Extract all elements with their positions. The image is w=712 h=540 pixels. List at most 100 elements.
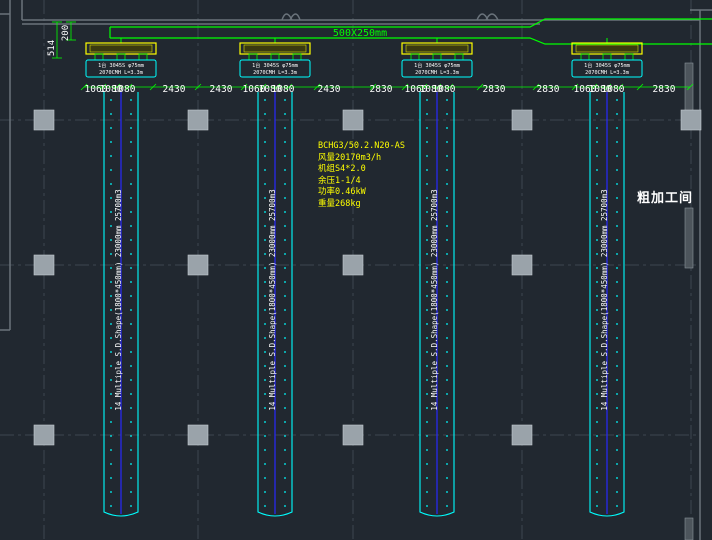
- outlet-dot: [446, 225, 448, 227]
- connector: [138, 53, 148, 61]
- outlet-dot: [616, 407, 618, 409]
- header-duct[interactable]: [109, 18, 712, 45]
- outlet-dot: [446, 155, 448, 157]
- structural-column: [511, 254, 533, 276]
- outlet-dot: [426, 393, 428, 395]
- outlet-dot: [130, 309, 132, 311]
- equipment-note-line: 机组S4*2.0: [318, 164, 366, 174]
- unit-cap-box[interactable]: [401, 59, 473, 78]
- dimension-value: 1080: [100, 84, 123, 95]
- outlet-dot: [130, 267, 132, 269]
- connector: [410, 53, 420, 61]
- outlet-dot: [616, 281, 618, 283]
- unit-cap-box[interactable]: [239, 59, 311, 78]
- outlet-dot: [284, 337, 286, 339]
- outlet-dot: [596, 365, 598, 367]
- outlet-dot: [264, 463, 266, 465]
- structural-column: [342, 254, 364, 276]
- outlet-dot: [596, 309, 598, 311]
- connector: [580, 53, 590, 61]
- outlet-dot: [616, 211, 618, 213]
- structural-column: [33, 424, 55, 446]
- outlet-dot: [110, 155, 112, 157]
- outlet-dot: [616, 421, 618, 423]
- outlet-dot: [130, 407, 132, 409]
- outlet-dot: [130, 337, 132, 339]
- outlet-dot: [446, 407, 448, 409]
- outlet-dot: [596, 379, 598, 381]
- outlet-dot: [110, 239, 112, 241]
- outlet-dot: [264, 197, 266, 199]
- outlet-dot: [284, 491, 286, 493]
- unit-cap-box[interactable]: [571, 59, 643, 78]
- connector: [248, 53, 258, 61]
- outlet-dot: [616, 267, 618, 269]
- outlet-dot: [130, 169, 132, 171]
- outlet-dot: [110, 505, 112, 507]
- unit-cap-box[interactable]: [85, 59, 157, 78]
- dimension-value: 1080: [433, 84, 456, 95]
- outlet-dot: [284, 281, 286, 283]
- outlet-dot: [596, 351, 598, 353]
- outlet-dot: [616, 183, 618, 185]
- outlet-dot: [284, 239, 286, 241]
- outlet-dot: [284, 407, 286, 409]
- outlet-dot: [426, 407, 428, 409]
- outlet-dot: [110, 295, 112, 297]
- outlet-dot: [616, 309, 618, 311]
- outlet-dot: [284, 477, 286, 479]
- outlet-dot: [446, 141, 448, 143]
- air-socks-tube[interactable]: [257, 92, 293, 517]
- outlet-dot: [616, 295, 618, 297]
- outlet-dot: [264, 113, 266, 115]
- outlet-dot: [616, 393, 618, 395]
- outlet-dot: [596, 407, 598, 409]
- outlet-dot: [130, 449, 132, 451]
- outlet-dot: [596, 239, 598, 241]
- air-socks-tube[interactable]: [103, 92, 139, 517]
- outlet-dot: [284, 197, 286, 199]
- outlet-dot: [426, 155, 428, 157]
- air-socks-tube[interactable]: [419, 92, 455, 517]
- outlet-dot: [110, 253, 112, 255]
- outlet-dot: [264, 449, 266, 451]
- dim-left-outer: 514: [47, 40, 57, 56]
- dimension-value: 1080: [272, 84, 295, 95]
- dimension-value: 1060: [243, 84, 266, 95]
- outlet-dot: [596, 435, 598, 437]
- outlet-dot: [130, 211, 132, 213]
- outlet-dot: [446, 491, 448, 493]
- air-socks-tube[interactable]: [589, 92, 625, 517]
- outlet-dot: [426, 351, 428, 353]
- dimension-value: 2430: [318, 84, 341, 95]
- outlet-dot: [284, 449, 286, 451]
- outlet-dot: [616, 337, 618, 339]
- outlet-dot: [284, 267, 286, 269]
- outlet-dot: [446, 449, 448, 451]
- outlet-dot: [616, 197, 618, 199]
- outlet-dot: [426, 169, 428, 171]
- outlet-dot: [110, 169, 112, 171]
- unit-cap-line1: 1台 3045S φ75mm: [252, 61, 298, 69]
- tube-spec-text: 14 Multiple S.D.Shape(1800*450mm) 23000m…: [114, 189, 123, 410]
- structural-column: [511, 109, 533, 131]
- outlet-dot: [616, 449, 618, 451]
- equipment-note: BCHG3/50.2.N20-AS 风量20170m3/h 机组S4*2.0 余…: [318, 141, 405, 210]
- outlet-dot: [130, 393, 132, 395]
- outlet-dot: [616, 505, 618, 507]
- outlet-dot: [264, 99, 266, 101]
- header-duct-label: 500X250mm: [333, 28, 387, 39]
- outlet-dot: [110, 225, 112, 227]
- outlet-dot: [426, 197, 428, 199]
- outlet-dot: [426, 141, 428, 143]
- outlet-dot: [446, 435, 448, 437]
- outlet-dot: [616, 113, 618, 115]
- outlet-dot: [130, 99, 132, 101]
- outlet-dot: [264, 211, 266, 213]
- fan-header-inner: [575, 44, 639, 53]
